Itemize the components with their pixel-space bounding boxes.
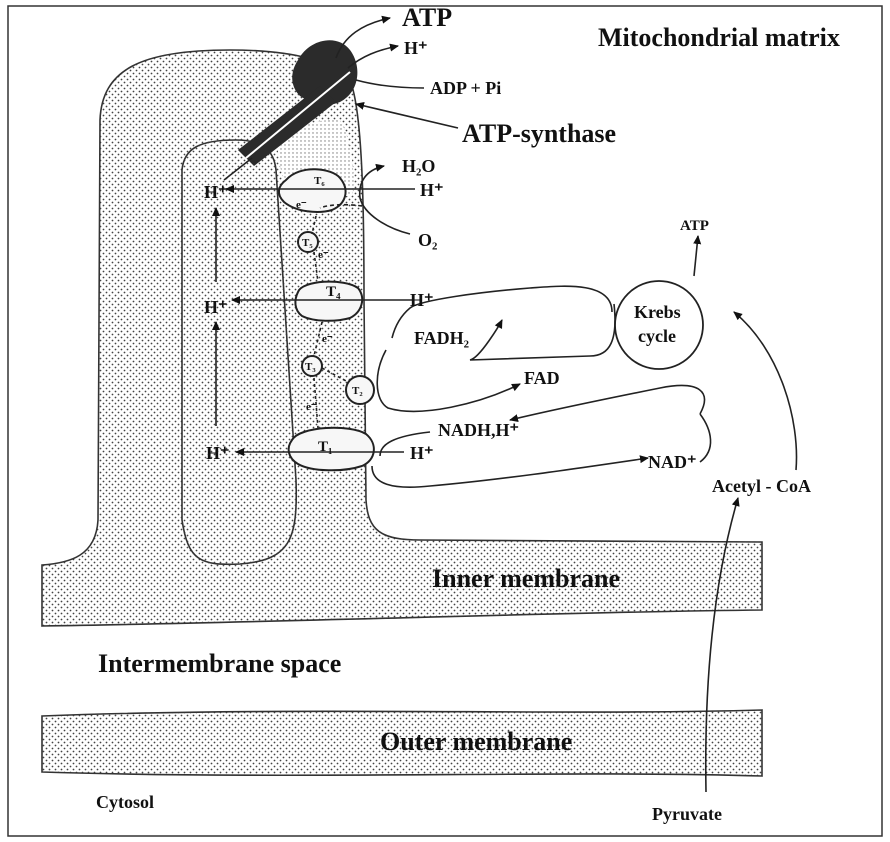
water-label: H₂O [402, 156, 435, 176]
pyruvate-label: Pyruvate [652, 804, 722, 824]
h-ims-t4: H⁺ [204, 297, 228, 317]
t2-label: T₂ [352, 385, 363, 397]
krebs-cycle-circle [615, 281, 703, 369]
krebs-to-nadh [510, 386, 704, 420]
krebs-atp-arrow [694, 236, 698, 276]
synthase-pointer [356, 104, 458, 128]
nadh-label: NADH,H⁺ [438, 420, 519, 440]
t1-label: T₁ [318, 439, 333, 455]
t4-label: T₄ [326, 284, 341, 300]
fadh2-label: FADH₂ [414, 328, 469, 348]
o2-to-water-arrow [360, 166, 410, 234]
e-label-4: e⁻ [306, 401, 317, 413]
acetyl-coa-label: Acetyl - CoA [712, 476, 811, 496]
krebs-to-fadh2 [470, 304, 615, 360]
synthase-atp-label: ATP [402, 3, 452, 32]
cytosol-label: Cytosol [96, 792, 154, 812]
krebs-label-line2: cycle [638, 326, 676, 346]
t5-label: T₅ [302, 237, 313, 249]
nad-loop [700, 414, 711, 462]
h-ims-t1: H⁺ [206, 443, 230, 463]
adp-in-line [356, 80, 424, 88]
t6-label: T₆ [314, 175, 325, 187]
synthase-h-label: H⁺ [404, 38, 428, 58]
adp-pi-label: ADP + Pi [430, 78, 501, 98]
h-matrix-t1: H⁺ [410, 443, 434, 463]
e-label-3: e⁻ [322, 333, 333, 345]
krebs-label-line1: Krebs [634, 302, 681, 322]
nad-label: NAD⁺ [648, 452, 697, 472]
krebs-atp-label: ATP [680, 218, 709, 234]
e-label-2: e⁻ [318, 249, 329, 261]
fad-label: FAD [524, 368, 560, 388]
atp-synthase-label: ATP-synthase [462, 119, 616, 148]
intermembrane-label: Intermembrane space [98, 649, 341, 678]
h-matrix-t6: H⁺ [420, 180, 444, 200]
o2-label: O₂ [418, 230, 437, 250]
outer-membrane-label: Outer membrane [380, 727, 572, 756]
acetyl-to-krebs [734, 312, 796, 470]
e-label-1: e⁻ [296, 199, 307, 211]
h-ims-t6: H⁺ [204, 182, 228, 202]
matrix-label: Mitochondrial matrix [598, 23, 840, 52]
h-matrix-t4: H⁺ [410, 290, 434, 310]
inner-membrane-label: Inner membrane [432, 564, 620, 593]
t3-label: T₃ [305, 361, 316, 373]
